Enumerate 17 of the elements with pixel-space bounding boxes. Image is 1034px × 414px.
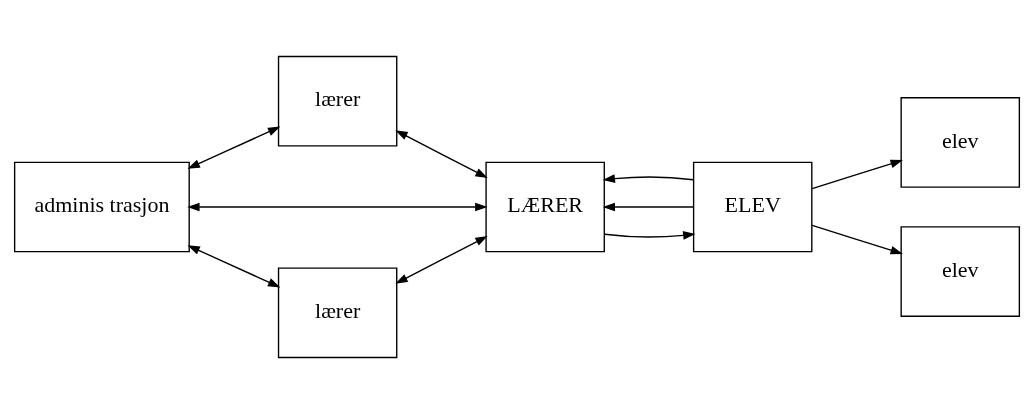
arrow [811,159,903,190]
arrow [811,224,903,255]
arrow [604,231,696,240]
node-box: ELEV [692,161,813,253]
arrow [187,126,281,169]
arrow [187,245,281,288]
node-box: adminis trasjon [13,161,190,253]
node-box: lærer [277,267,398,359]
node-box: elev [900,97,1021,188]
node-box: LÆRER [485,161,605,253]
arrow [187,202,488,212]
arrow [602,174,695,183]
arrow [602,202,695,212]
node-box: lærer [277,55,398,147]
node-box: elev [900,226,1021,317]
arrow [395,236,488,284]
arrow [395,130,488,178]
